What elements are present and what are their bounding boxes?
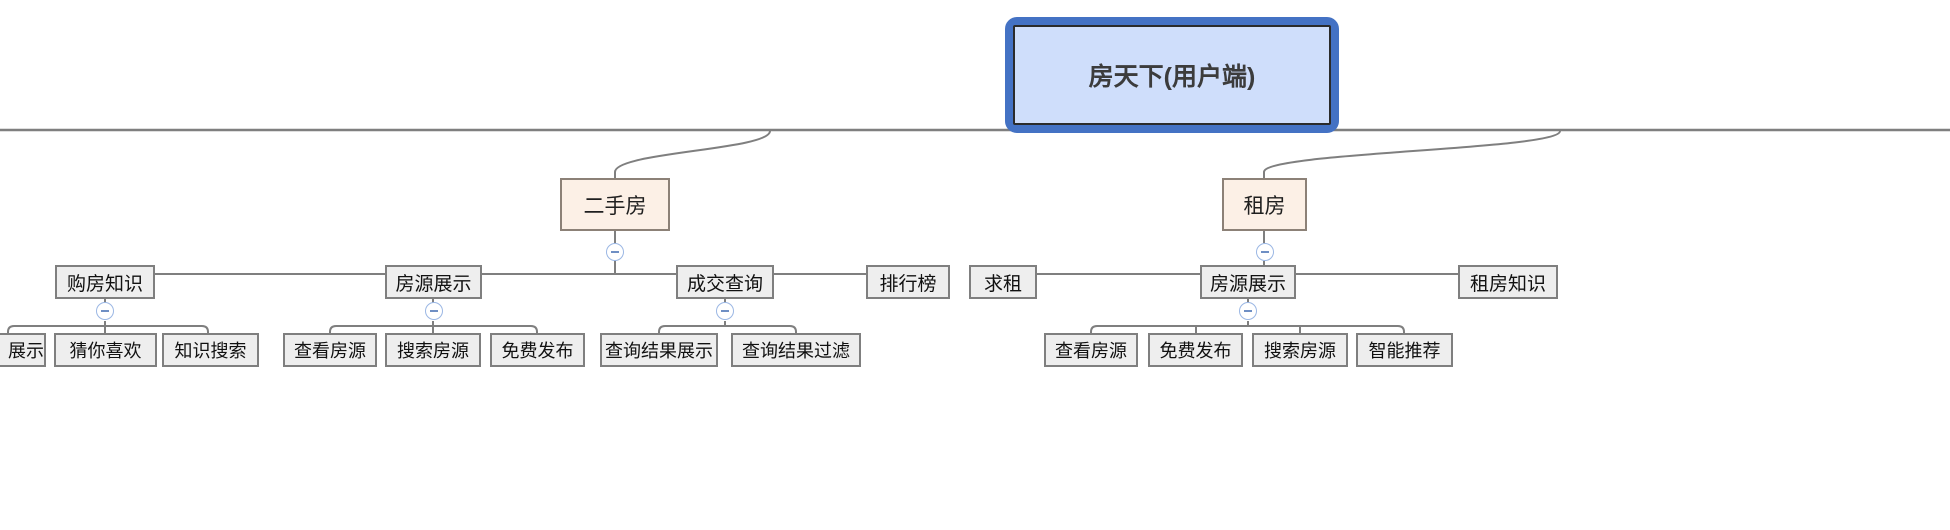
level4-node-6[interactable]: 查询结果展示 [600,333,718,367]
link-fyzs2-bus [1090,325,1405,333]
level3-node-0[interactable]: 购房知识 [55,265,155,299]
link-gfzs-bus [7,325,209,333]
level4-node-9[interactable]: 免费发布 [1148,333,1243,367]
level4-node-2[interactable]: 知识搜索 [162,333,259,367]
link-cjcx-bus [658,325,797,333]
level3-node-6[interactable]: 租房知识 [1458,265,1558,299]
link-fyzs1-bus [329,325,538,333]
level4-node-0[interactable]: 展示 [0,333,46,367]
level4-node-8[interactable]: 查看房源 [1044,333,1138,367]
level3-node-2[interactable]: 成交查询 [676,265,774,299]
level3-node-4[interactable]: 求租 [969,265,1037,299]
level2-node-0[interactable]: 二手房 [560,178,670,231]
level3-node-5[interactable]: 房源展示 [1200,265,1296,299]
level4-node-5[interactable]: 免费发布 [490,333,585,367]
level4-node-11[interactable]: 智能推荐 [1356,333,1453,367]
collapse-toggle-l3-2[interactable] [716,302,734,320]
collapse-toggle-l3-1[interactable] [424,302,443,320]
level4-node-1[interactable]: 猜你喜欢 [54,333,157,367]
minus-icon [611,251,619,253]
minus-icon [429,310,438,312]
collapse-toggle-l2-1[interactable] [1255,243,1274,261]
minus-icon [101,310,109,312]
collapse-toggle-l2-0[interactable] [606,243,624,261]
level4-node-4[interactable]: 搜索房源 [385,333,481,367]
minus-icon [721,310,729,312]
root-node[interactable]: 房天下(用户端) [1013,25,1331,125]
collapse-toggle-l3-0[interactable] [96,302,114,320]
minus-icon [1244,310,1252,312]
level3-node-1[interactable]: 房源展示 [385,265,482,299]
level4-node-7[interactable]: 查询结果过滤 [731,333,861,367]
minus-icon [1260,251,1269,253]
level4-node-3[interactable]: 查看房源 [283,333,377,367]
level4-node-10[interactable]: 搜索房源 [1252,333,1348,367]
link-bus-to-ershoufang [614,130,771,178]
level2-node-1[interactable]: 租房 [1222,178,1307,231]
collapse-toggle-l3-5[interactable] [1239,302,1257,320]
link-bus-to-zufang [1263,130,1561,178]
level3-node-3[interactable]: 排行榜 [866,265,950,299]
